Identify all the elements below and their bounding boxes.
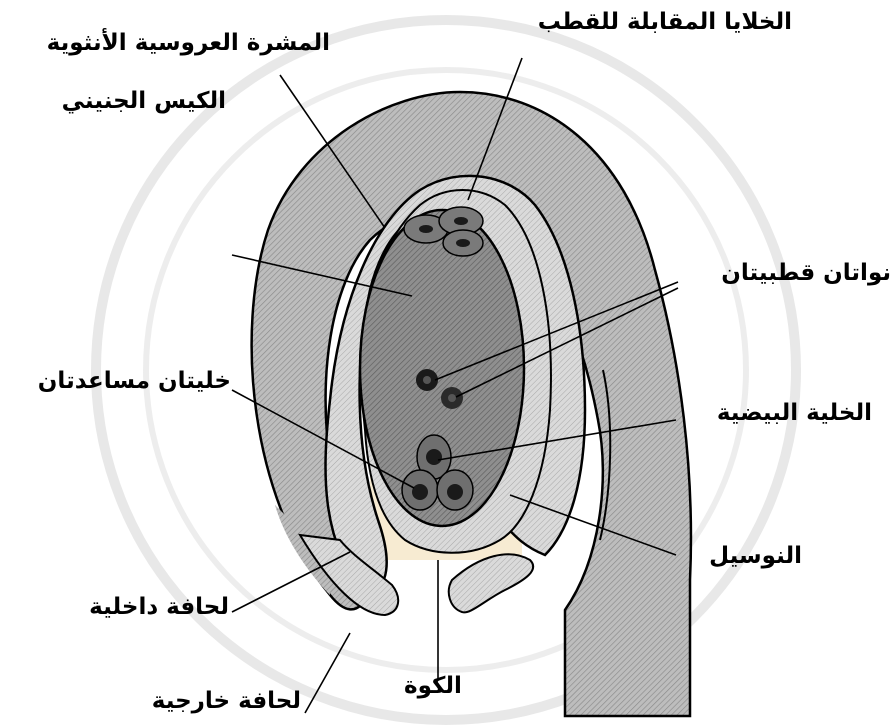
label-female-epidermis: المشرة العروسية الأنثوية [10, 32, 330, 55]
label-synergids: خليتان مساعدتان [5, 370, 231, 393]
label-egg-cell: الخلية البيضية [682, 402, 872, 425]
label-inner-integument: لحافة داخلية [65, 596, 229, 619]
label-outer-integument: لحافة خارجية [105, 690, 301, 713]
label-polar-nuclei: نواتان قطبيتان [679, 262, 891, 285]
label-micropyle: الكوة [385, 675, 481, 698]
label-embryo-sac: الكيس الجنيني [30, 90, 226, 113]
label-antipodal-cells: الخلايا المقابلة للقطب [520, 11, 792, 34]
inner-lip-right [449, 554, 533, 612]
label-nucellus: النوسيل [682, 545, 802, 568]
